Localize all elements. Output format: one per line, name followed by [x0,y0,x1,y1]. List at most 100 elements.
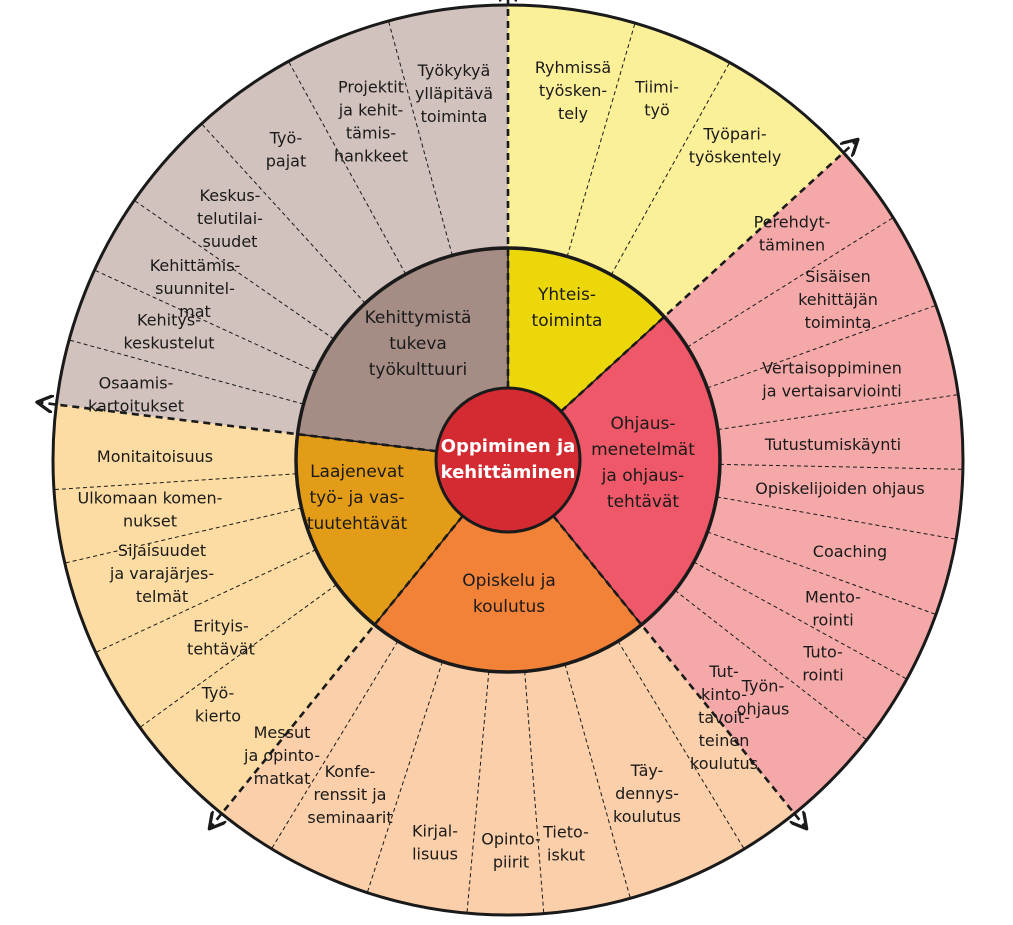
outer-divider [134,200,335,340]
outer-label-line: koulutus [690,754,758,773]
outer-sector-interaction [508,5,844,317]
outer-label-line: Konfe- [325,762,376,781]
outer-divider [719,463,963,470]
outer-label: Coaching [813,542,887,561]
main-boundary-arrow [552,515,804,826]
outer-label-line: Työpari- [702,124,766,143]
inner-label-line: menetelmät [591,440,695,460]
outer-label-line: Messut [254,723,311,742]
outer-label-line: Projektit [338,77,404,96]
outer-label-line: ylläpitävä [415,84,493,103]
outer-divider [466,671,490,914]
outer-divider [707,304,937,389]
outer-label-line: ohjaus [737,699,790,718]
inner-label-line: Laajenevat [310,462,404,482]
outer-label: Työ-kierto [195,683,241,725]
outer-label: Mento-rointi [805,587,861,629]
inner-label-line: koulutus [473,597,545,617]
outer-label-line: Osaamis- [99,373,174,392]
outer-label-line: telutilai- [197,209,263,228]
outer-label-line: toiminta [805,313,872,332]
outer-label-line: tehtävät [187,639,255,658]
outer-label-line: toiminta [421,107,488,126]
outer-divider [564,664,631,899]
inner-circle-outline [294,246,722,674]
outer-divider [617,640,745,850]
outer-label-line: tavoit- [698,708,750,727]
outer-divider [68,339,304,405]
outer-label-line: teinen [699,731,750,750]
outer-circle-outline [51,3,965,917]
outer-label-line: hankkeet [334,146,408,165]
outer-label-line: keskustelut [123,333,214,352]
inner-label-line: toiminta [532,311,603,331]
inner-label-line: tuutehtävät [307,514,408,534]
outer-divider [64,507,302,564]
outer-label-line: Tieto- [542,822,589,841]
inner-label-line: Yhteis- [537,285,596,305]
outer-sector-culture [56,5,508,435]
outer-label-line: kierto [195,706,241,725]
outer-label-line: nukset [123,511,177,530]
outer-label-line: tely [558,104,588,123]
main-boundary-arrow [41,403,437,453]
outer-divider [271,640,399,850]
outer-label-line: Keskus- [200,186,261,205]
main-boundary-arrow [560,142,855,413]
outer-label: Erityis-tehtävät [187,616,255,658]
outer-label: Monitaitoisuus [97,447,213,466]
outer-label: Opinto-piirit [481,829,540,871]
outer-label-line: Coaching [813,542,887,561]
outer-label-line: koulutus [613,807,681,826]
outer-label-line: Sisäisen [805,267,871,286]
outer-label: Ulkomaan komen-nukset [78,488,223,530]
outer-label-line: Opinto- [481,829,540,848]
outer-label-line: rointi [802,665,843,684]
inner-label-line: Ohjaus- [610,414,675,434]
inner-label-line: Kehittymistä [365,308,472,328]
center-label-line: kehittäminen [441,462,576,483]
outer-label-line: Työ- [269,128,303,147]
outer-label-line: renssit ja [314,785,387,804]
outer-label-line: Ulkomaan komen- [78,488,223,507]
outer-label-line: dennys- [615,784,679,803]
outer-label-line: ja kehit- [338,100,404,119]
outer-label-line: Tiimi- [634,77,679,96]
inner-label-study: Opiskelu ja koulutus [462,571,556,617]
outer-divider [53,473,297,491]
outer-sector-guidance [641,152,964,814]
outer-label: Tiimi-työ [634,77,679,119]
outer-label: Opiskelijoiden ohjaus [755,479,925,498]
outer-divider [95,549,317,653]
outer-label-line: seminaarit [307,808,392,827]
outer-divider [366,661,443,893]
inner-label-line: Opiskelu ja [462,571,556,591]
outer-divider [717,394,959,431]
outer-divider [707,531,937,615]
outer-label: Työ-pajat [266,128,306,170]
outer-label: Keskus-telutilai-suudet [197,186,263,251]
inner-ring-sectors [294,246,722,674]
center-disc [434,386,582,534]
outer-label-line: Ryhmissä [535,58,611,77]
outer-divider [687,217,894,348]
outer-label-line: työ [644,100,670,119]
outer-label-line: Kirjal- [412,821,458,840]
outer-label-line: suunnitel- [155,279,235,298]
outer-label-line: kartoitukset [88,396,184,415]
outer-label-line: Kehitys- [137,310,201,329]
inner-label-line: tehtävät [607,492,679,512]
inner-label-line: työkulttuuri [369,360,468,380]
inner-label-line: ja ohjaus- [601,466,685,486]
outer-label-line: tämis- [346,123,396,142]
outer-label-line: telmät [136,587,188,606]
outer-label-line: lisuus [412,844,458,863]
outer-label-line: Täy- [630,761,664,780]
